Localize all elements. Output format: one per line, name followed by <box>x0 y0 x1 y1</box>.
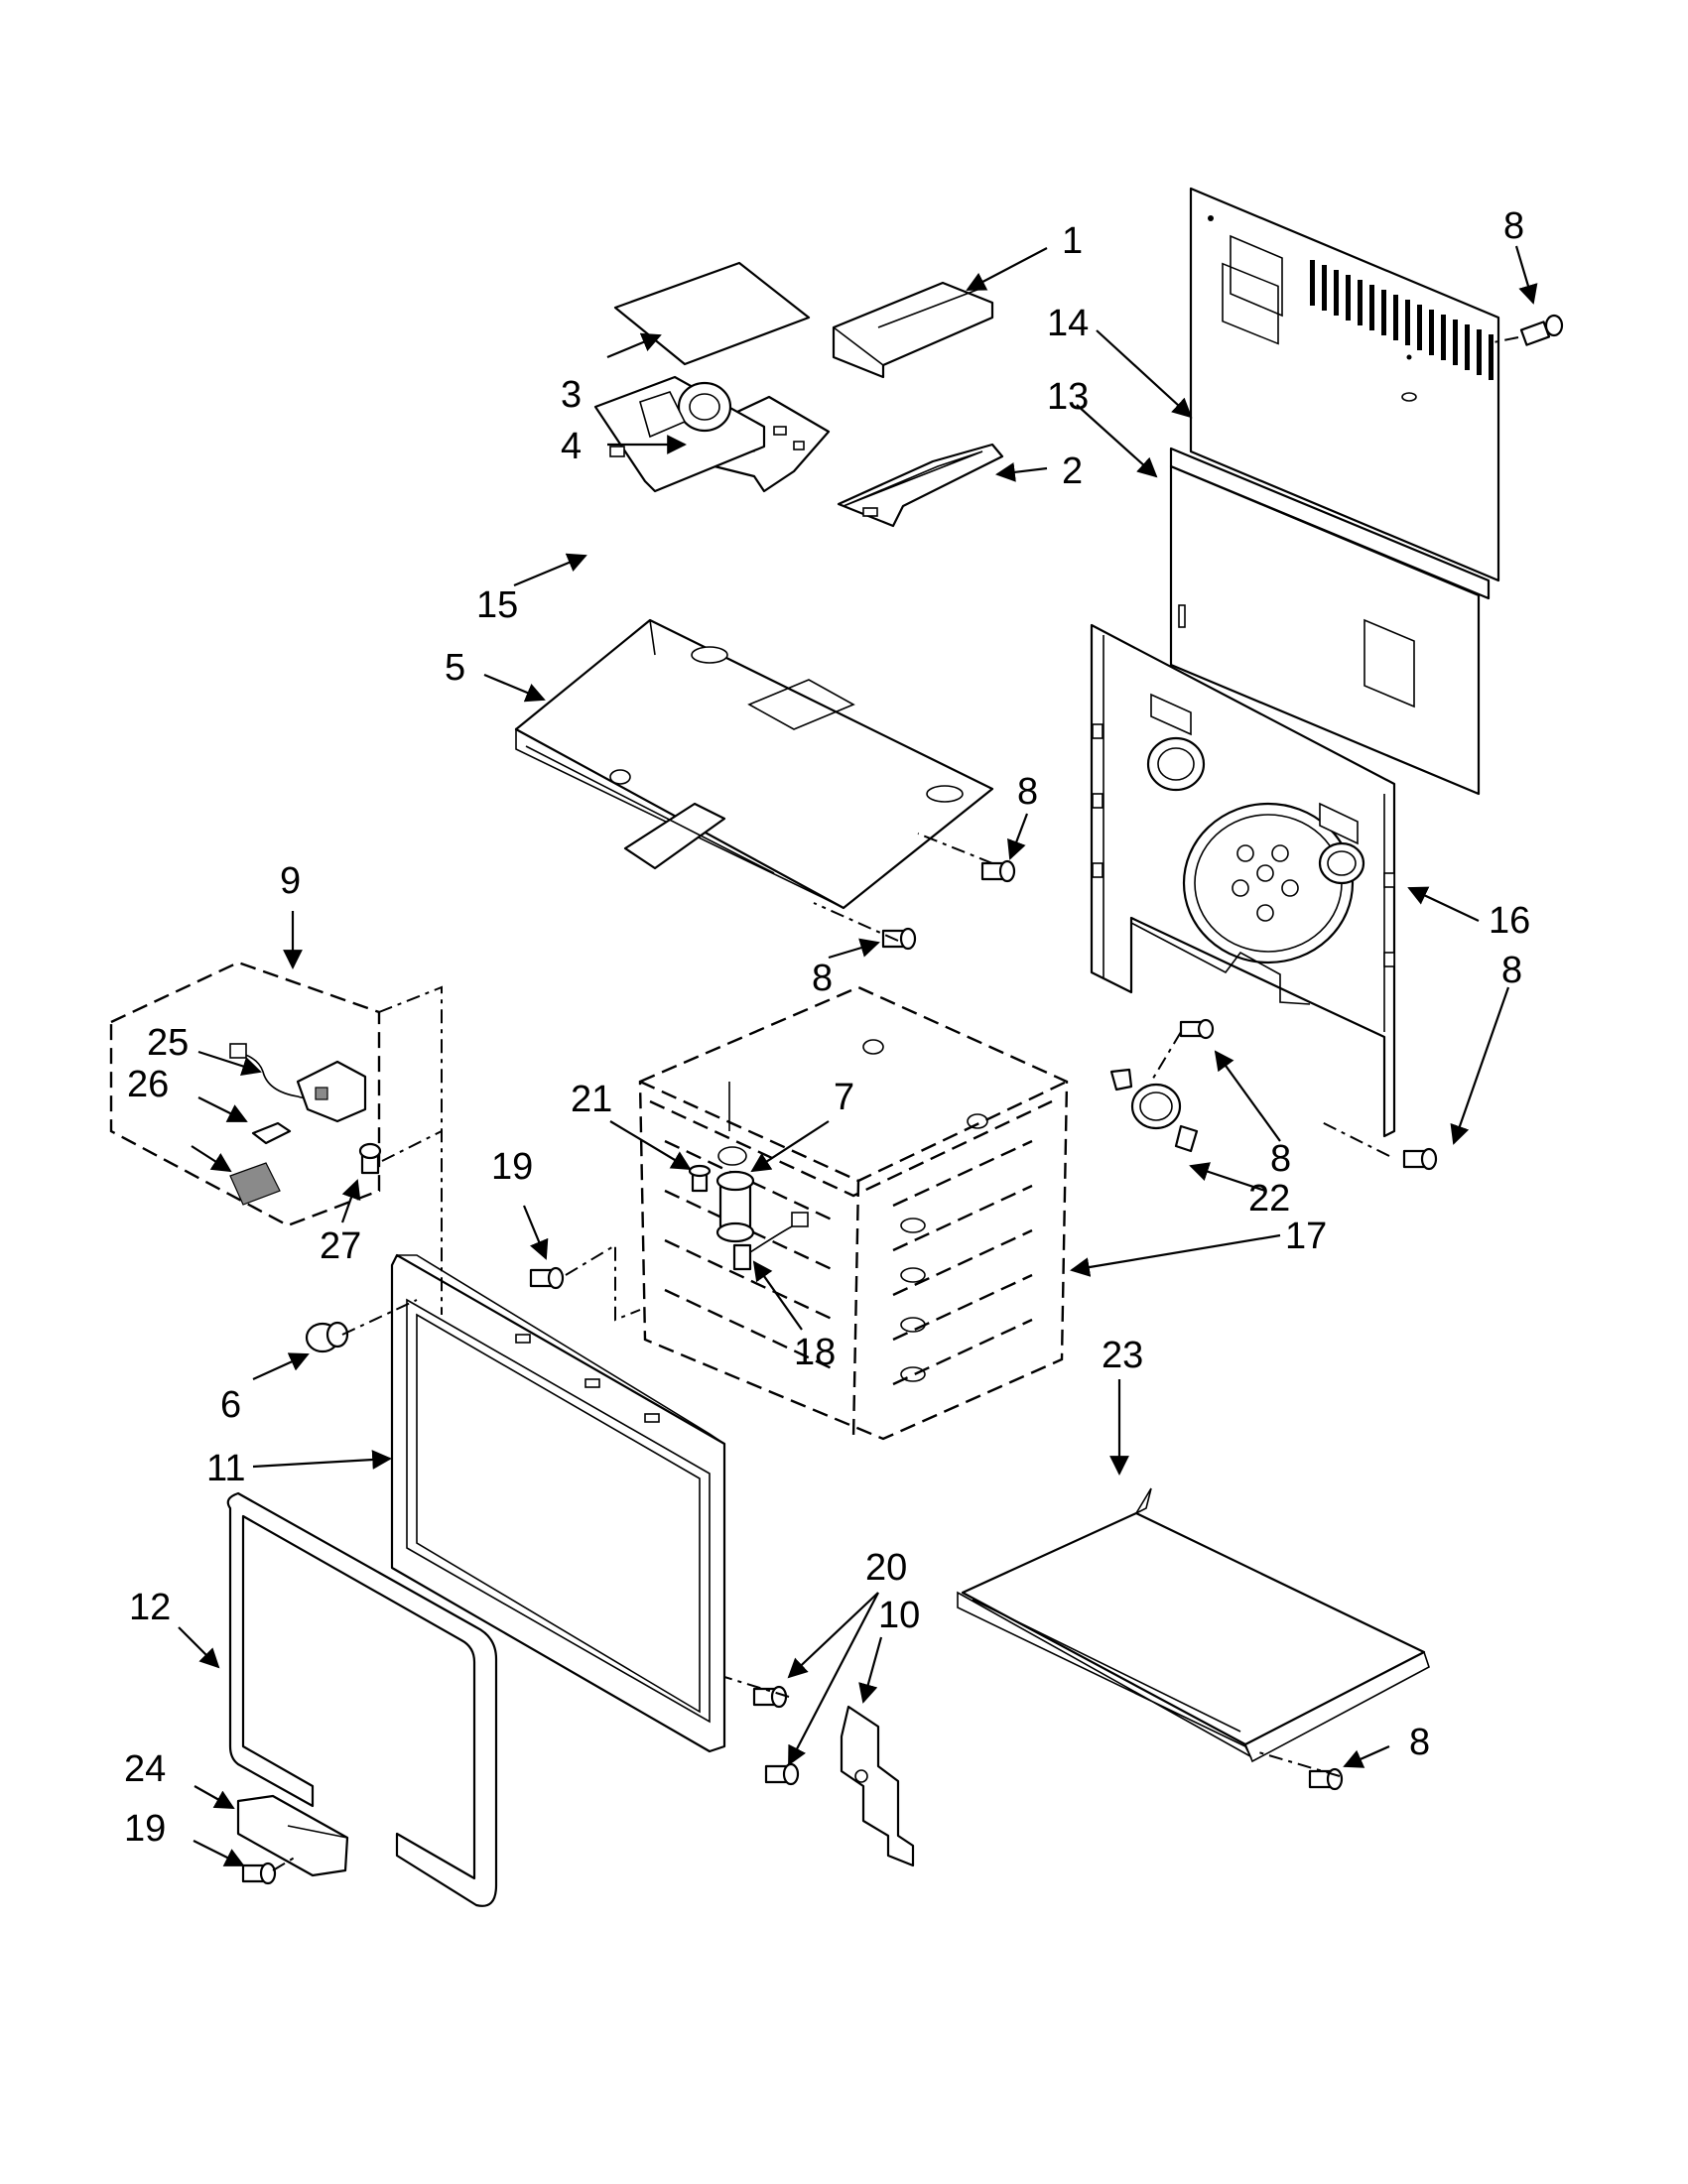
part-9-switch-assembly <box>109 961 381 1227</box>
callout-5: 5 <box>445 647 465 689</box>
callout-8-thermostat: 8 <box>1270 1138 1291 1180</box>
callout-23: 23 <box>1102 1335 1143 1376</box>
callout-8-tray-b: 8 <box>812 958 833 999</box>
callout-22: 22 <box>1248 1178 1290 1220</box>
callout-9: 9 <box>280 860 301 902</box>
part-3-cover-plate <box>613 261 811 366</box>
callout-21: 21 <box>571 1079 612 1120</box>
leader-arrows <box>178 245 1538 1866</box>
part-10-hinge-bracket <box>840 1705 915 1867</box>
part-17-oven-cavity <box>638 985 1069 1441</box>
callout-25: 25 <box>147 1022 189 1064</box>
part-5-top-tray <box>514 618 994 910</box>
screw-8-tray-b <box>881 927 917 951</box>
part-24-strip <box>236 1794 349 1877</box>
callout-8-top: 8 <box>1503 205 1524 247</box>
part-12-door-gasket <box>226 1491 498 1907</box>
screw-8-tray-a <box>980 859 1016 883</box>
callout-3: 3 <box>561 374 582 416</box>
part-18-sensor <box>732 1212 809 1271</box>
part-16-back-frame <box>1090 623 1396 1138</box>
callout-27: 27 <box>320 1225 361 1267</box>
part-22-thermostat <box>1109 1068 1199 1153</box>
part-21-screw <box>688 1164 712 1193</box>
callout-15: 15 <box>476 584 518 626</box>
callout-20: 20 <box>865 1547 907 1589</box>
callout-1: 1 <box>1062 220 1083 262</box>
part-13-lower-panel <box>1169 447 1491 796</box>
callout-7: 7 <box>834 1077 854 1118</box>
part-2-bracket <box>837 443 1004 528</box>
callout-16: 16 <box>1489 900 1530 942</box>
part-6-knob <box>305 1321 349 1353</box>
callout-14: 14 <box>1047 303 1089 344</box>
screw-8-frame <box>1402 1147 1438 1171</box>
screw-8-thermostat <box>1179 1018 1215 1040</box>
part-7-sensor-tube <box>715 1170 755 1243</box>
callout-12: 12 <box>129 1587 171 1628</box>
part-1-bracket <box>832 281 994 379</box>
part-11-door-frame <box>390 1253 726 1753</box>
callout-24: 24 <box>124 1748 166 1790</box>
screw-8-rack <box>1308 1767 1344 1791</box>
screw-8-top-right <box>1519 314 1564 346</box>
callout-11: 11 <box>206 1448 245 1489</box>
callout-26: 26 <box>127 1064 169 1105</box>
callout-labels: 1 2 3 4 15 5 8 14 13 8 8 16 8 8 22 17 9 … <box>124 205 1530 1850</box>
callout-13: 13 <box>1047 376 1089 418</box>
screw-19-cavity <box>529 1266 565 1290</box>
screw-27 <box>358 1142 382 1175</box>
callout-19-cavity: 19 <box>491 1146 533 1188</box>
assembly-guide-lines <box>272 336 1519 1871</box>
callout-4: 4 <box>561 426 582 467</box>
part-15-transformer <box>593 375 766 493</box>
callout-8-frame: 8 <box>1501 950 1522 991</box>
callout-10: 10 <box>878 1595 920 1636</box>
callout-8-rack: 8 <box>1409 1722 1430 1763</box>
part-14-rear-panel <box>1189 187 1500 582</box>
callout-8-tray-a: 8 <box>1017 771 1038 813</box>
part-23-rack <box>957 1487 1430 1763</box>
screw-20-b <box>764 1762 800 1786</box>
screw-icons <box>241 314 1564 1885</box>
screw-20-a <box>752 1685 788 1709</box>
callout-17: 17 <box>1285 1216 1327 1257</box>
callout-19-strip: 19 <box>124 1808 166 1850</box>
callout-2: 2 <box>1062 450 1083 492</box>
callout-6: 6 <box>220 1384 241 1426</box>
screw-19-strip <box>241 1862 277 1885</box>
callout-18: 18 <box>794 1332 836 1373</box>
